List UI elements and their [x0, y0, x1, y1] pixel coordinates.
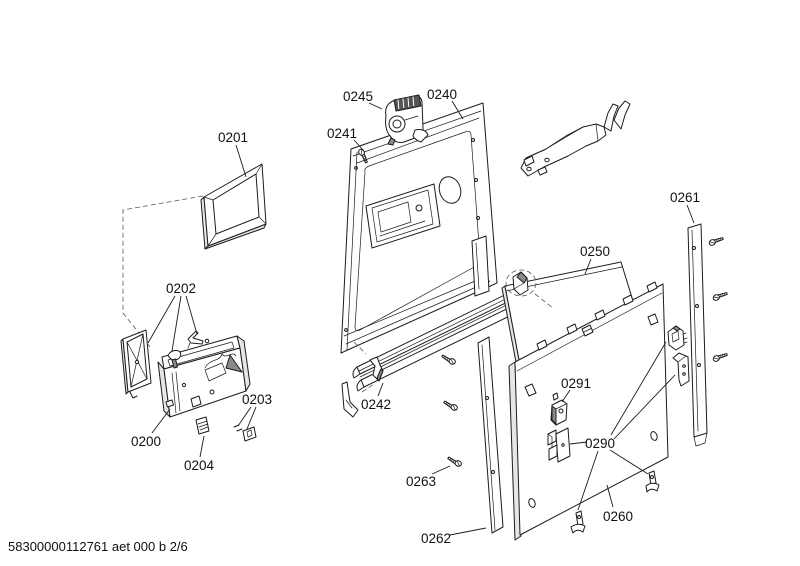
screw-icon	[445, 456, 463, 468]
part-label-0200: 0200	[131, 434, 161, 449]
placement-dashed-lines	[122, 195, 204, 348]
door-hook-right	[645, 470, 660, 493]
part-labels: 0201 0202 0200 0203 0204 0245 0241 0240 …	[131, 87, 700, 546]
hinge-lever-bracket	[520, 100, 631, 177]
part-0260-outer-door-panel	[508, 281, 669, 541]
part-0290-bracket	[547, 427, 571, 463]
part-label-0204: 0204	[184, 458, 215, 473]
leader-lines	[147, 100, 695, 536]
part-0240-inner-door-panel	[340, 102, 527, 418]
screws-0261	[707, 233, 729, 364]
part-0204	[195, 416, 210, 435]
part-label-0203: 0203	[242, 392, 272, 407]
screws-0263	[439, 354, 463, 468]
part-label-0290: 0290	[585, 436, 615, 451]
part-label-0242: 0242	[361, 397, 391, 412]
part-label-0241: 0241	[327, 126, 357, 141]
screw-icon	[711, 288, 729, 303]
door-latch-catch	[667, 325, 688, 351]
screw-icon	[711, 349, 729, 364]
hinge-l-bracket	[672, 352, 690, 387]
door-hook-left	[570, 510, 586, 534]
hinge-pin-detail	[505, 269, 554, 309]
part-label-0202: 0202	[166, 281, 196, 296]
part-0201-panel-frame	[200, 163, 267, 250]
screw-icon	[439, 354, 457, 366]
part-label-0260: 0260	[603, 509, 633, 524]
part-0262-side-strip	[477, 336, 504, 534]
part-label-0291: 0291	[561, 376, 591, 391]
part-0245-door-lock	[385, 94, 429, 146]
part-label-0263: 0263	[406, 474, 436, 489]
part-label-0245: 0245	[343, 89, 373, 104]
part-0261-strip	[687, 223, 708, 447]
screw-icon	[707, 233, 725, 248]
screw-icon	[441, 400, 459, 412]
part-0200-control-module	[120, 329, 251, 418]
part-label-0261: 0261	[670, 190, 700, 205]
part-0291-switch	[550, 392, 568, 426]
document-code: 58300000112761 aet 000 b 2/6	[8, 539, 188, 554]
part-0242-bracket	[353, 341, 384, 393]
part-label-0201: 0201	[218, 130, 248, 145]
part-label-0262: 0262	[421, 531, 451, 546]
part-label-0240: 0240	[427, 87, 457, 102]
parts-0203-fixings	[233, 424, 257, 442]
part-label-0250: 0250	[580, 244, 610, 259]
